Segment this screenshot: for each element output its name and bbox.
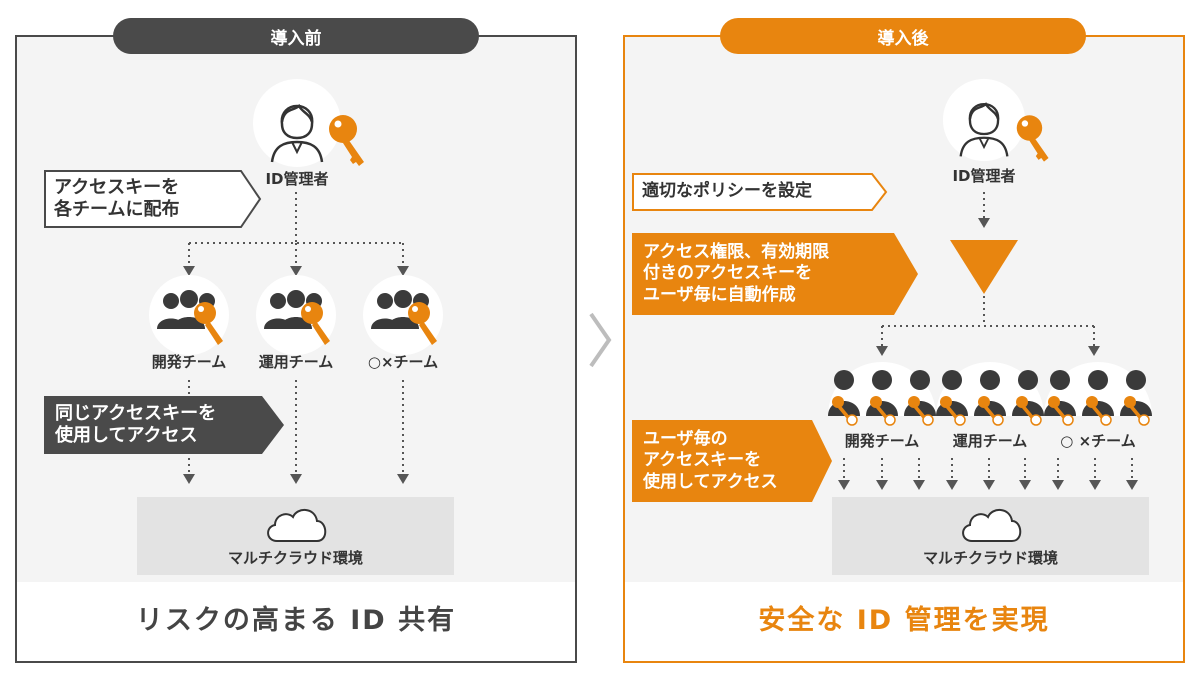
after-admin-label: ID管理者 <box>952 167 1016 185</box>
after-callout-policy: 適切なポリシーを設定 <box>642 173 872 211</box>
after-callout-policy-shape <box>632 173 888 211</box>
before-cloud-icon <box>267 509 327 542</box>
before-cloud-label: マルチクラウド環境 <box>227 549 363 567</box>
after-team-ox-group-icon <box>1044 362 1152 426</box>
after-cloud-label: マルチクラウド環境 <box>922 549 1058 567</box>
before-team-label-ox: ○×チーム <box>367 353 439 371</box>
after-team-dev-group-icon <box>828 362 936 426</box>
after-callout-peruser: ユーザ毎の アクセスキーを 使用してアクセス <box>643 420 815 502</box>
after-callout-auto: アクセス権限、有効期限 付きのアクセスキーを ユーザ毎に自動作成 <box>643 233 893 315</box>
after-funnel-triangle <box>950 240 1018 294</box>
before-callout-shared: 同じアクセスキーを 使用してアクセス <box>55 396 265 454</box>
before-team-label-dev: 開発チーム <box>151 353 227 371</box>
after-team-label-ops: 運用チーム <box>952 432 1028 450</box>
before-callout-distribute: アクセスキーを 各チームに配布 <box>54 170 244 228</box>
after-team-label-ox: ○ ×チーム <box>1060 432 1136 450</box>
before-admin-person-icon <box>253 79 341 167</box>
after-callout-auto-text: アクセス権限、有効期限 付きのアクセスキーを ユーザ毎に自動作成 <box>643 242 830 305</box>
before-team-ox-group-icon <box>363 275 443 355</box>
after-team-label-dev: 開発チーム <box>844 432 920 450</box>
chevron-right-icon <box>589 312 612 368</box>
before-team-ops-group-icon <box>256 275 336 355</box>
before-header: 導入前 <box>113 18 479 54</box>
after-cloud-box: マルチクラウド環境 <box>832 497 1149 575</box>
before-admin-key-icon <box>329 115 364 166</box>
before-cloud-box: マルチクラウド環境 <box>137 497 454 575</box>
after-caption: 安全な ID 管理を実現 <box>758 605 1050 636</box>
after-callout-policy-text: 適切なポリシーを設定 <box>642 181 812 202</box>
before-callout-distribute-text: アクセスキーを 各チームに配布 <box>54 176 180 221</box>
after-admin-person-icon <box>942 78 1026 162</box>
after-callout-peruser-shape <box>632 420 832 502</box>
after-callout-auto-shape <box>632 233 918 315</box>
before-admin-label: ID管理者 <box>265 170 329 188</box>
before-team-dev-group-icon <box>149 275 229 355</box>
before-team-label-ops: 運用チーム <box>258 353 334 371</box>
after-team-ops-group-icon <box>936 362 1044 426</box>
before-callout-distribute-shape <box>44 170 262 228</box>
before-callout-shared-text: 同じアクセスキーを 使用してアクセス <box>55 402 217 447</box>
after-cloud-icon <box>962 509 1022 542</box>
after-callout-peruser-text: ユーザ毎の アクセスキーを 使用してアクセス <box>643 429 778 492</box>
after-header: 導入後 <box>720 18 1086 54</box>
before-caption: リスクの高まる ID 共有 <box>135 605 457 636</box>
before-callout-shared-shape <box>44 396 284 454</box>
after-admin-key-icon <box>1016 115 1049 162</box>
